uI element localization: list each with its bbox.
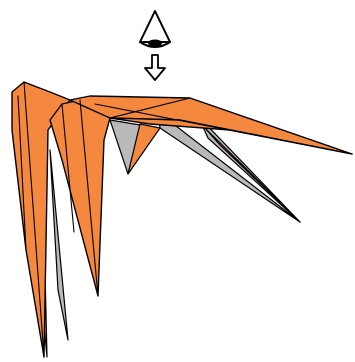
- orange-inner-right: [205, 128, 300, 222]
- grey-flap-left: [50, 150, 68, 340]
- arrow-down-icon: [145, 55, 165, 80]
- eye-pupil: [148, 40, 162, 47]
- eye-icon: [140, 11, 170, 47]
